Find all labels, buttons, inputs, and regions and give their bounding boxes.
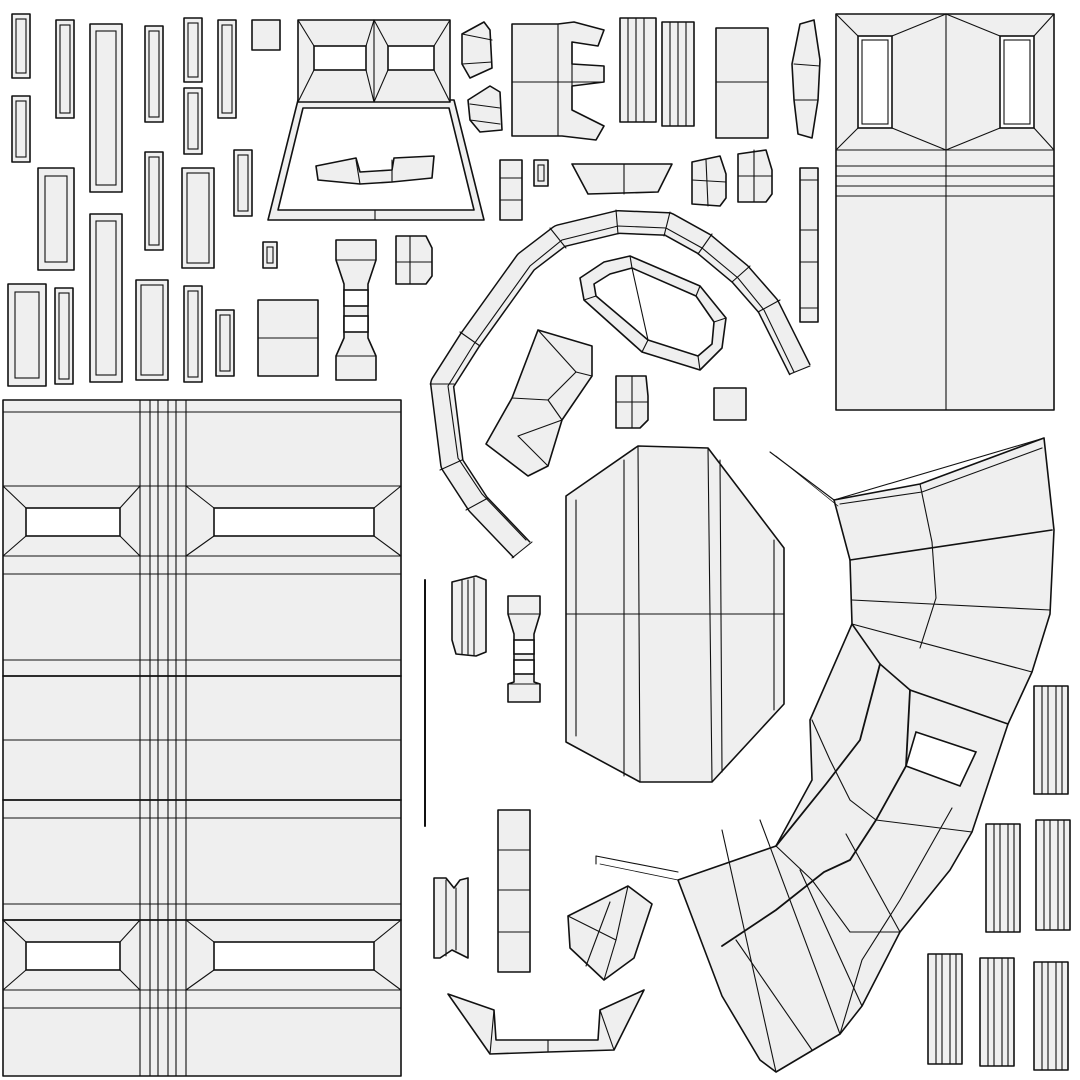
bottom-tray-island bbox=[447, 989, 645, 1055]
small-fluted-islands bbox=[433, 575, 487, 959]
uv-island bbox=[183, 87, 203, 155]
pillar-island bbox=[335, 239, 377, 381]
square-panel-island bbox=[715, 27, 769, 139]
uv-island bbox=[54, 287, 74, 385]
uv-island bbox=[233, 149, 253, 217]
cross-panel-island bbox=[511, 21, 605, 141]
small-curved-strip-island bbox=[315, 155, 435, 185]
uv-island bbox=[217, 19, 237, 119]
uv-island bbox=[144, 151, 164, 251]
folded-box-island bbox=[485, 329, 593, 477]
uv-island bbox=[215, 309, 235, 377]
uv-island bbox=[181, 167, 215, 269]
fluted-column-islands bbox=[927, 685, 1071, 1071]
uv-island bbox=[183, 17, 203, 83]
uv-island bbox=[985, 823, 1021, 933]
uv-island bbox=[1035, 819, 1071, 931]
small-wedge-islands bbox=[461, 21, 503, 133]
uv-island bbox=[257, 299, 319, 377]
uv-island bbox=[7, 283, 47, 387]
uv-island bbox=[1033, 685, 1069, 795]
large-facade-island bbox=[2, 399, 402, 1077]
uv-island bbox=[55, 19, 75, 119]
octagon-ring-island bbox=[579, 255, 727, 371]
window-panel-island bbox=[297, 19, 451, 103]
uv-island bbox=[144, 25, 164, 123]
uv-island bbox=[979, 957, 1015, 1067]
uv-island bbox=[11, 95, 31, 163]
thin-wedge-island bbox=[791, 19, 821, 139]
small-strip-islands bbox=[7, 13, 319, 387]
vertical-block-strip-island bbox=[497, 809, 531, 973]
uv-island bbox=[251, 19, 281, 51]
uv-island bbox=[37, 167, 75, 271]
uv-island bbox=[262, 241, 278, 269]
small-pieces bbox=[395, 149, 773, 429]
uv-island bbox=[11, 13, 31, 79]
pillar-island bbox=[507, 595, 541, 703]
folded-corner-island bbox=[567, 885, 653, 981]
uv-island bbox=[927, 953, 963, 1065]
trapezoid-frame-island bbox=[267, 99, 485, 221]
tall-window-panel-island bbox=[835, 13, 1055, 411]
striped-strip-islands bbox=[619, 17, 695, 127]
narrow-strip-island bbox=[799, 167, 819, 323]
uv-island bbox=[183, 285, 203, 383]
uv-island bbox=[135, 279, 169, 381]
large-curved-arch-island bbox=[595, 437, 1055, 1073]
large-octagon-island bbox=[565, 445, 785, 783]
uv-island bbox=[89, 23, 123, 193]
uv-island bbox=[89, 213, 123, 383]
curved-arc-band-island bbox=[429, 209, 811, 559]
uv-island bbox=[1033, 961, 1069, 1071]
